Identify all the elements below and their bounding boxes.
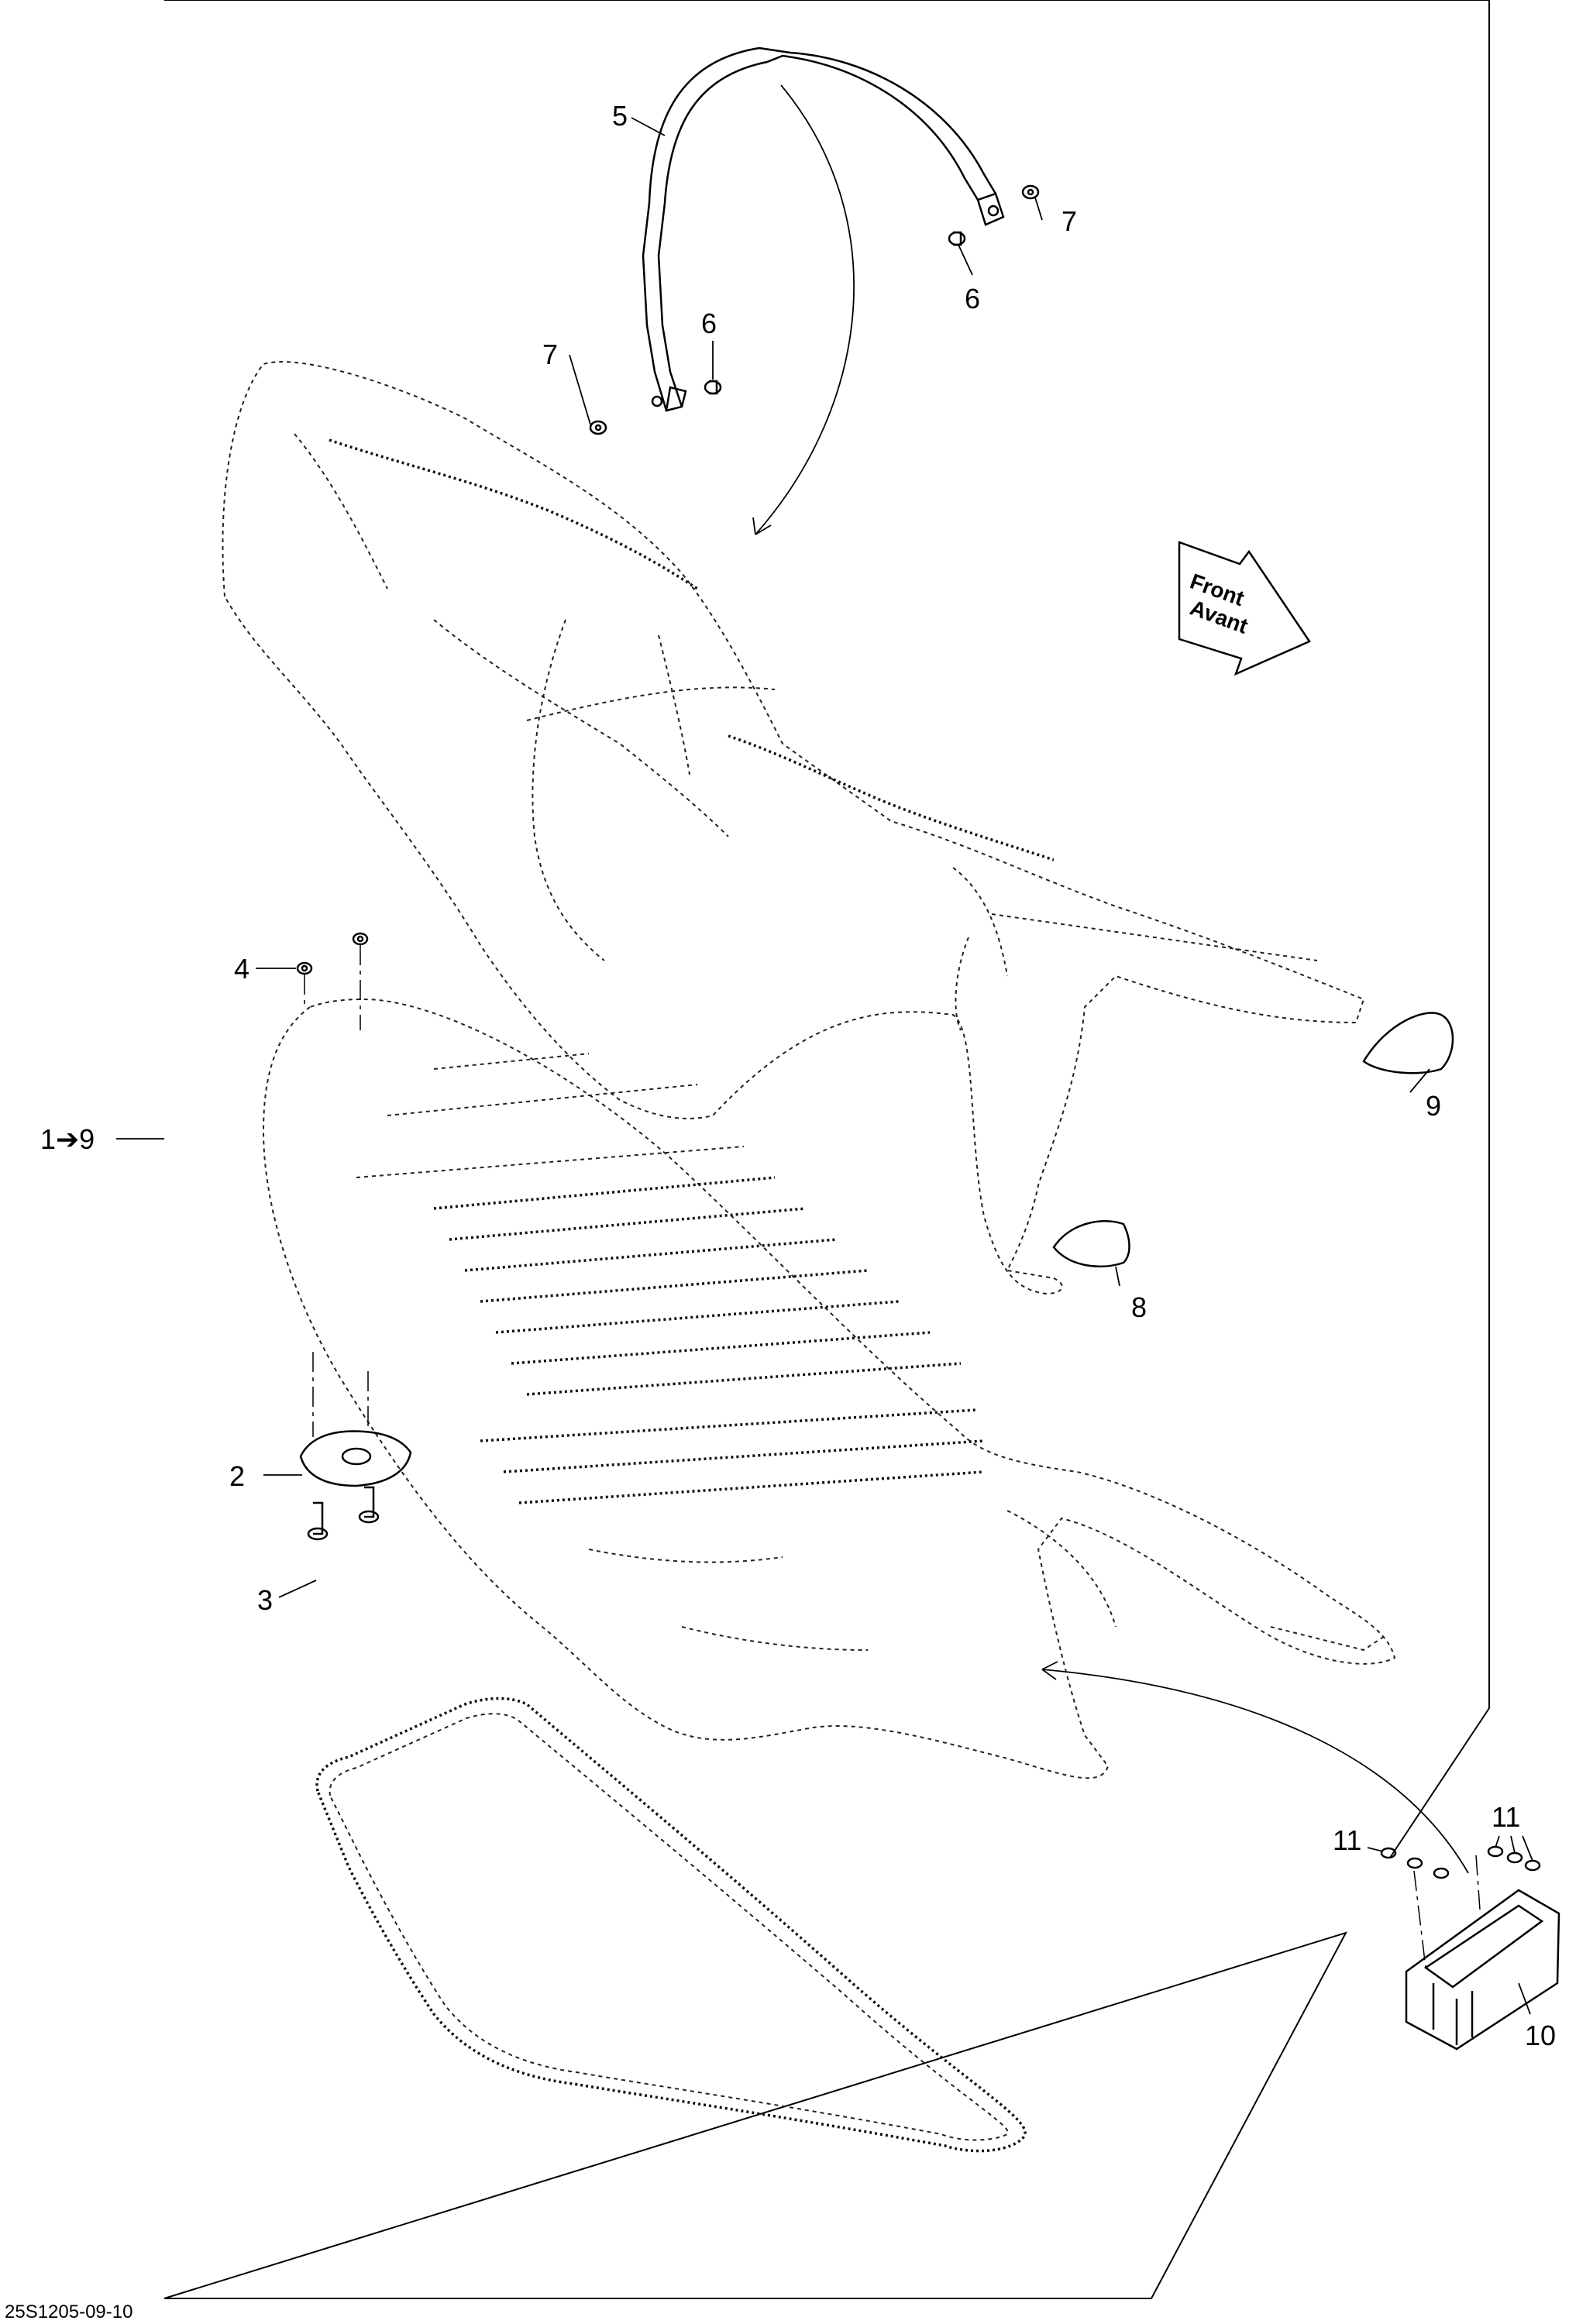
bracket-fasteners <box>1380 1845 1541 1879</box>
strap-fasteners <box>589 184 1040 435</box>
callout-6-right: 6 <box>965 283 980 315</box>
grab-strap <box>642 46 1005 412</box>
rear-cap <box>1362 1012 1454 1074</box>
seat-cover <box>222 361 1365 1295</box>
callout-3: 3 <box>257 1584 273 1616</box>
callout-10: 10 <box>1525 2020 1556 2051</box>
callout-7-left: 7 <box>542 339 558 370</box>
install-arrow-strap <box>755 84 855 535</box>
grommets <box>296 932 369 1030</box>
callout-11-left: 11 <box>1333 1824 1361 1856</box>
callout-11-right: 11 <box>1492 1801 1520 1833</box>
latch-screws <box>307 1486 380 1541</box>
callout-4: 4 <box>234 953 249 985</box>
drawing-id: 25S1205-09-10 <box>5 2302 132 2322</box>
callout-5: 5 <box>612 100 628 132</box>
side-cap <box>1052 1220 1130 1267</box>
seat-gasket <box>315 1697 1027 2153</box>
latch-bracket <box>299 1352 412 1487</box>
seat-base <box>262 998 1396 1779</box>
rear-bracket <box>1405 1855 1560 2051</box>
callout-9: 9 <box>1426 1090 1441 1122</box>
install-arrow-bracket <box>1041 1669 1469 1874</box>
callout-8: 8 <box>1131 1291 1147 1323</box>
group-frame <box>163 0 1490 2299</box>
front-direction-arrow: Front Avant <box>1178 541 1311 676</box>
callout-6-left: 6 <box>701 308 717 339</box>
callout-7-right: 7 <box>1061 205 1077 237</box>
leader-lines <box>116 117 1533 2015</box>
callout-2: 2 <box>229 1460 245 1492</box>
callout-group-1-9: 1➔9 <box>40 1123 95 1155</box>
